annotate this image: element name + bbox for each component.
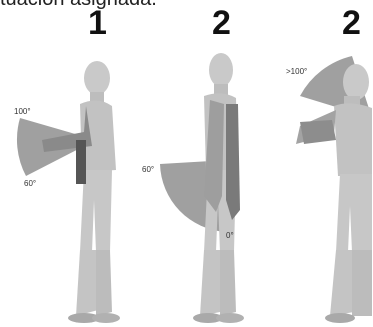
panel-1-angle-top-label: 100° — [14, 108, 31, 116]
panel-1-angle-bottom-label: 60° — [24, 180, 36, 188]
panel-2-angle-left-label: 60° — [142, 166, 154, 174]
panel-2-angle-bottom-label: 0° — [226, 232, 234, 240]
panel-1-figure — [42, 61, 120, 323]
panel-3-angle-top-label: >100° — [286, 68, 307, 76]
